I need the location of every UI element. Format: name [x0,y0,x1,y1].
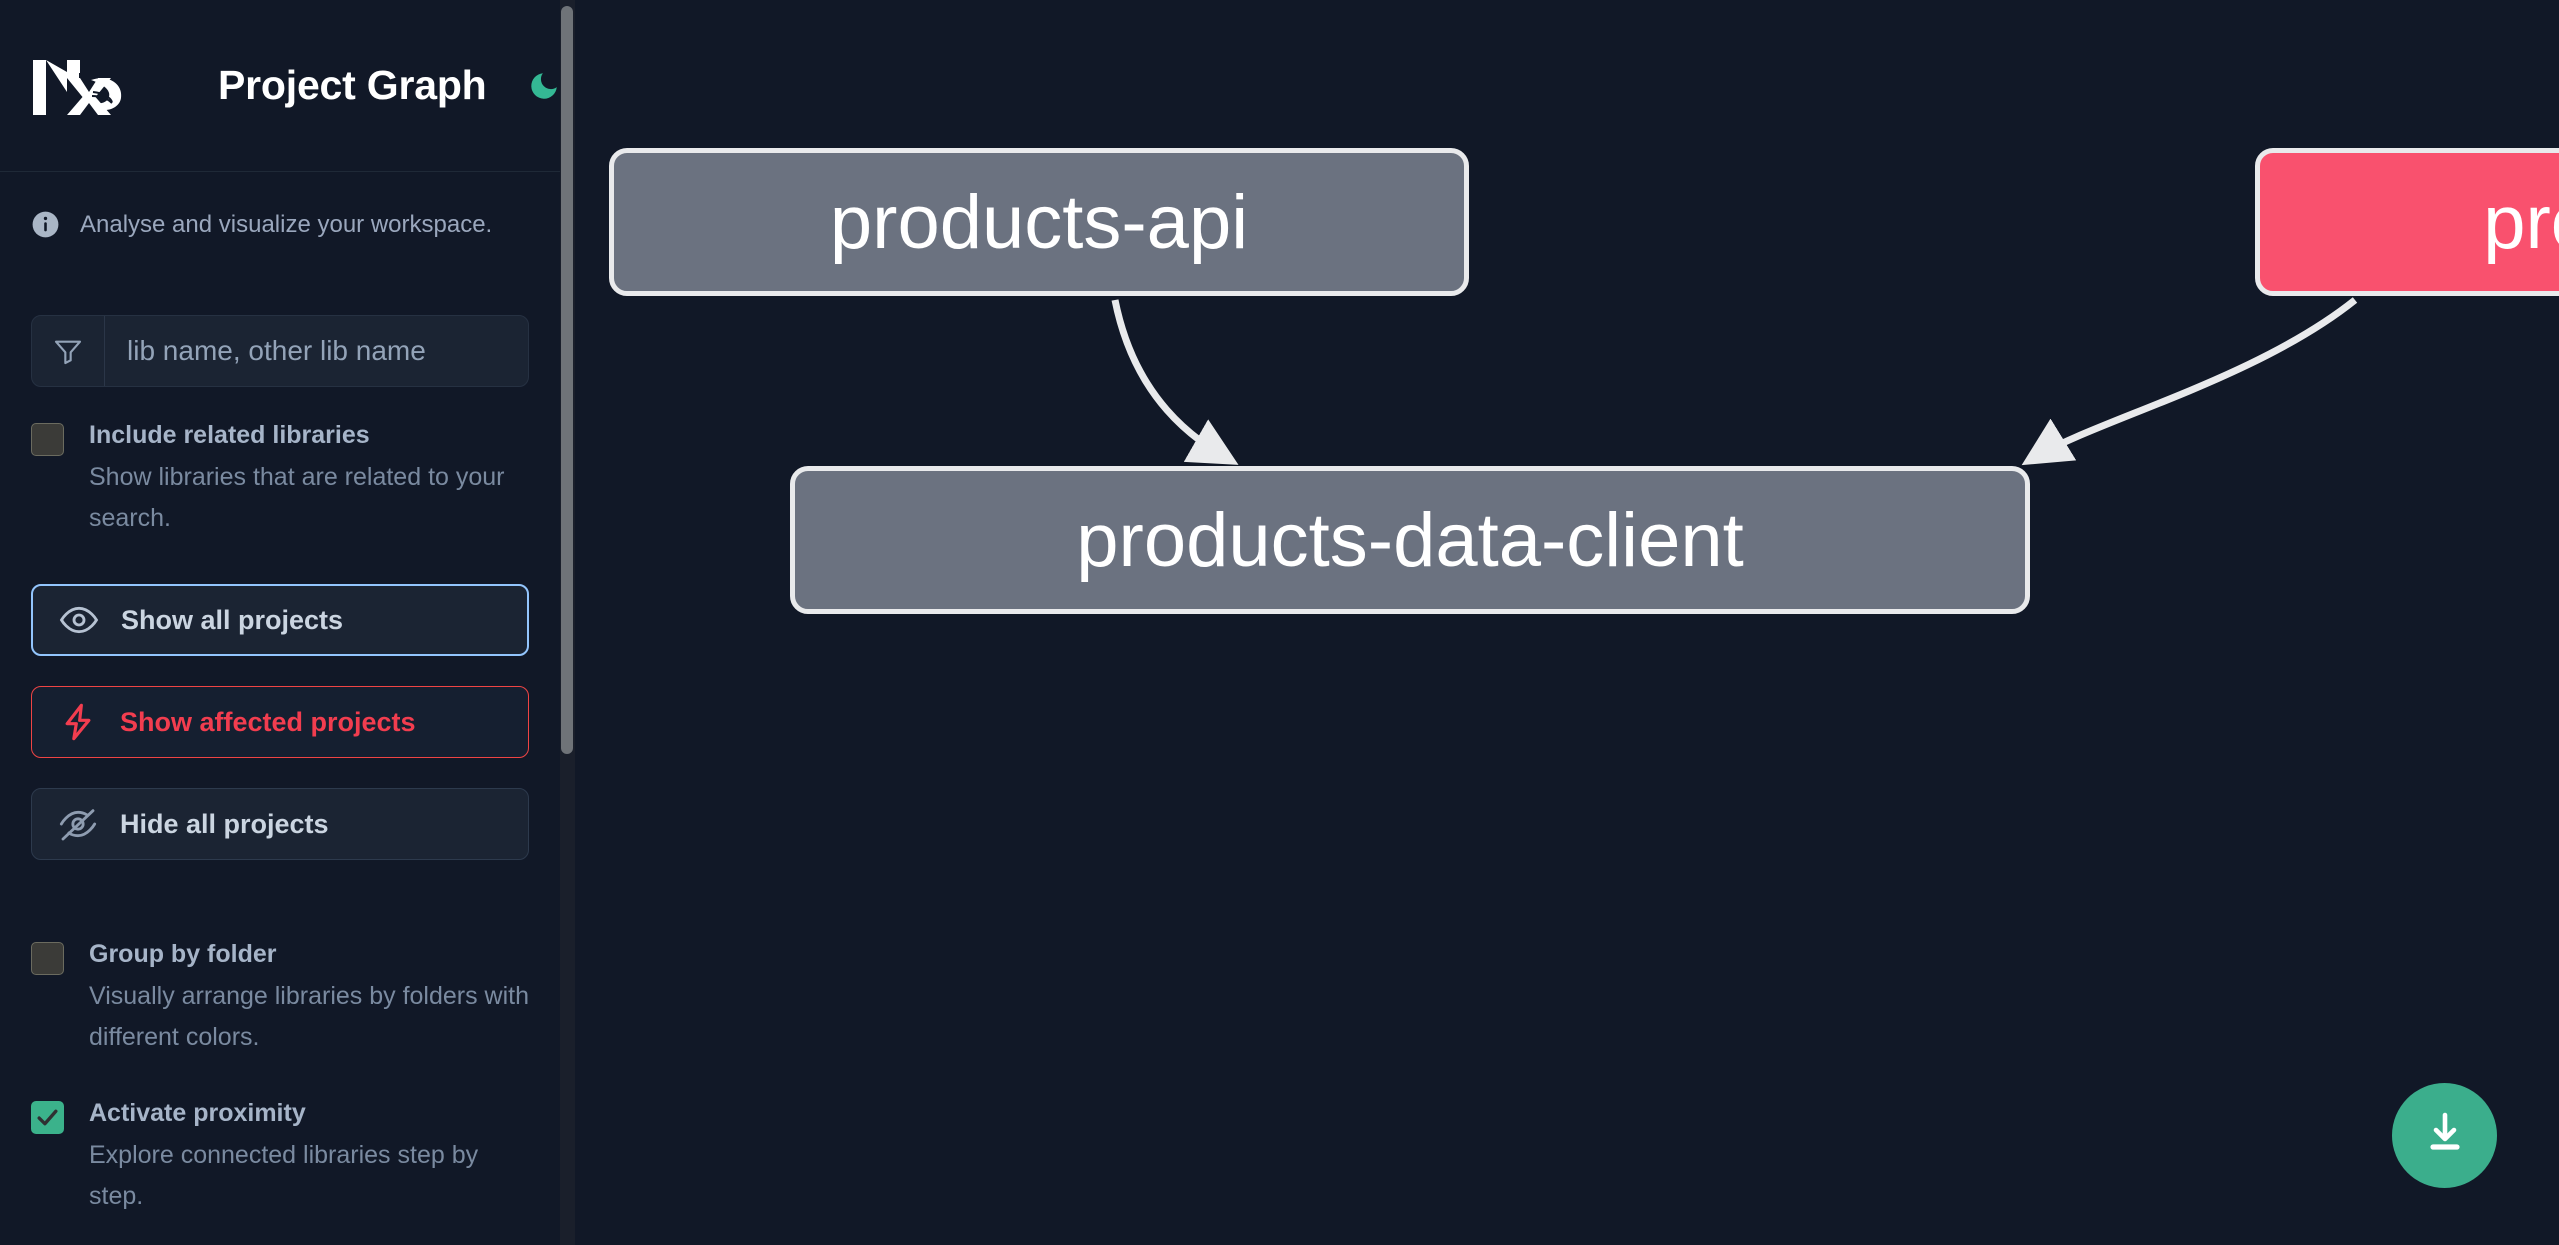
page-title: Project Graph [218,62,487,108]
hide-all-projects-label: Hide all projects [120,808,329,839]
sidebar-scrollbar[interactable] [560,0,575,1245]
show-affected-projects-label: Show affected projects [120,706,416,737]
show-all-projects-button[interactable]: Show all projects [31,584,529,656]
checkbox-checked-icon[interactable] [31,1101,64,1134]
eye-off-icon [58,804,98,844]
graph-edges [1111,297,2358,466]
option-include-related-libraries[interactable]: Include related libraries Show libraries… [0,418,560,539]
show-all-projects-label: Show all projects [121,604,344,635]
graph-canvas[interactable]: products-api products-cli products-data-… [575,0,2559,1245]
option-label: Include related libraries [89,421,370,449]
workspace-info: Analyse and visualize your workspace. [0,172,560,277]
option-description: Show libraries that are related to your … [89,463,505,532]
search-box[interactable] [31,315,529,387]
option-description: Visually arrange libraries by folders wi… [89,982,530,1051]
download-graph-button[interactable] [2392,1083,2497,1188]
workspace-info-text: Analyse and visualize your workspace. [80,210,493,238]
hide-all-projects-button[interactable]: Hide all projects [31,788,529,860]
graph-node-label: products-cli [2483,179,2559,265]
info-circle-icon [30,209,61,240]
sidebar-scrollbar-thumb[interactable] [561,6,573,754]
search-section [0,315,560,387]
graph-node-label: products-api [829,179,1249,265]
funnel-filter-icon[interactable] [32,316,105,386]
graph-node-products-cli[interactable]: products-cli [2255,148,2559,296]
show-affected-projects-button[interactable]: Show affected projects [31,686,529,758]
search-input[interactable] [105,316,528,386]
moon-icon[interactable] [527,69,561,103]
edge-products-cli-to-products-data-client [2021,297,2358,466]
lightning-bolt-icon [58,702,98,742]
sidebar: Project Graph Analyse and visualize your… [0,0,575,1245]
edge-products-api-to-products-data-client [1111,299,1239,465]
checkbox-unchecked-icon[interactable] [31,942,64,975]
sidebar-header: Project Graph [0,0,560,172]
eye-icon [59,600,99,640]
option-group-by-folder[interactable]: Group by folder Visually arrange librari… [0,937,560,1058]
nx-logo [31,54,123,117]
checkbox-unchecked-icon[interactable] [31,423,64,456]
option-activate-proximity[interactable]: Activate proximity Explore connected lib… [0,1096,560,1217]
option-label: Activate proximity [89,1099,306,1127]
graph-node-products-api[interactable]: products-api [609,148,1469,296]
option-label: Group by folder [89,940,277,968]
graph-node-products-data-client[interactable]: products-data-client [790,466,2030,614]
graph-node-label: products-data-client [1076,497,1744,583]
option-description: Explore connected libraries step by step… [89,1141,479,1210]
download-icon [2421,1109,2469,1162]
